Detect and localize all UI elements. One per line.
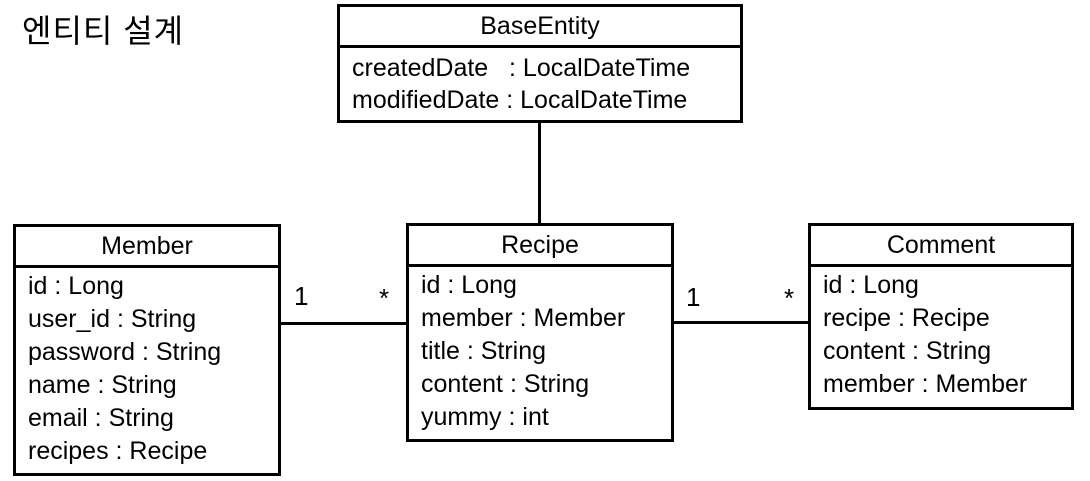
attribute-row: content : String	[823, 337, 992, 365]
attribute-row: password : String	[28, 338, 222, 366]
class-attributes-member: id : Long user_id : String password : St…	[16, 268, 278, 470]
page-title: 엔티티 설계	[22, 13, 185, 49]
attribute-row: id : Long	[823, 271, 919, 299]
multiplicity-recipe-comment-many: *	[784, 283, 795, 313]
class-box-recipe: Recipe id : Long member : Member title :…	[406, 223, 674, 442]
class-name-baseentity: BaseEntity	[340, 7, 740, 48]
attribute-row: user_id : String	[28, 305, 197, 333]
class-name-comment: Comment	[811, 226, 1071, 267]
connector-recipe-comment	[674, 321, 808, 324]
multiplicity-member-recipe-one: 1	[294, 281, 309, 311]
class-box-comment: Comment id : Long recipe : Recipe conten…	[808, 223, 1074, 410]
attribute-row: name : String	[28, 371, 177, 399]
class-box-member: Member id : Long user_id : String passwo…	[13, 224, 281, 476]
class-attributes-recipe: id : Long member : Member title : String…	[409, 267, 671, 436]
class-name-recipe: Recipe	[409, 226, 671, 267]
attribute-row: member : Member	[421, 304, 626, 332]
class-box-baseentity: BaseEntity createdDate : LocalDateTime m…	[337, 4, 743, 123]
class-name-member: Member	[16, 227, 278, 268]
connector-member-recipe	[281, 322, 406, 325]
multiplicity-recipe-comment-one: 1	[686, 282, 701, 312]
class-attributes-comment: id : Long recipe : Recipe content : Stri…	[811, 267, 1071, 403]
attribute-row: content : String	[421, 370, 590, 398]
attribute-row: createdDate : LocalDateTime	[352, 54, 691, 82]
attribute-row: recipe : Recipe	[823, 304, 990, 332]
attribute-row: recipes : Recipe	[28, 437, 208, 465]
connector-baseentity-recipe	[538, 123, 541, 223]
attribute-row: id : Long	[421, 271, 517, 299]
multiplicity-member-recipe-many: *	[379, 283, 390, 313]
attribute-row: modifiedDate : LocalDateTime	[352, 86, 688, 114]
class-attributes-baseentity: createdDate : LocalDateTime modifiedDate…	[340, 48, 740, 118]
attribute-row: title : String	[421, 337, 547, 365]
attribute-row: member : Member	[823, 370, 1028, 398]
attribute-row: yummy : int	[421, 403, 549, 431]
attribute-row: email : String	[28, 404, 174, 432]
attribute-row: id : Long	[28, 272, 124, 300]
